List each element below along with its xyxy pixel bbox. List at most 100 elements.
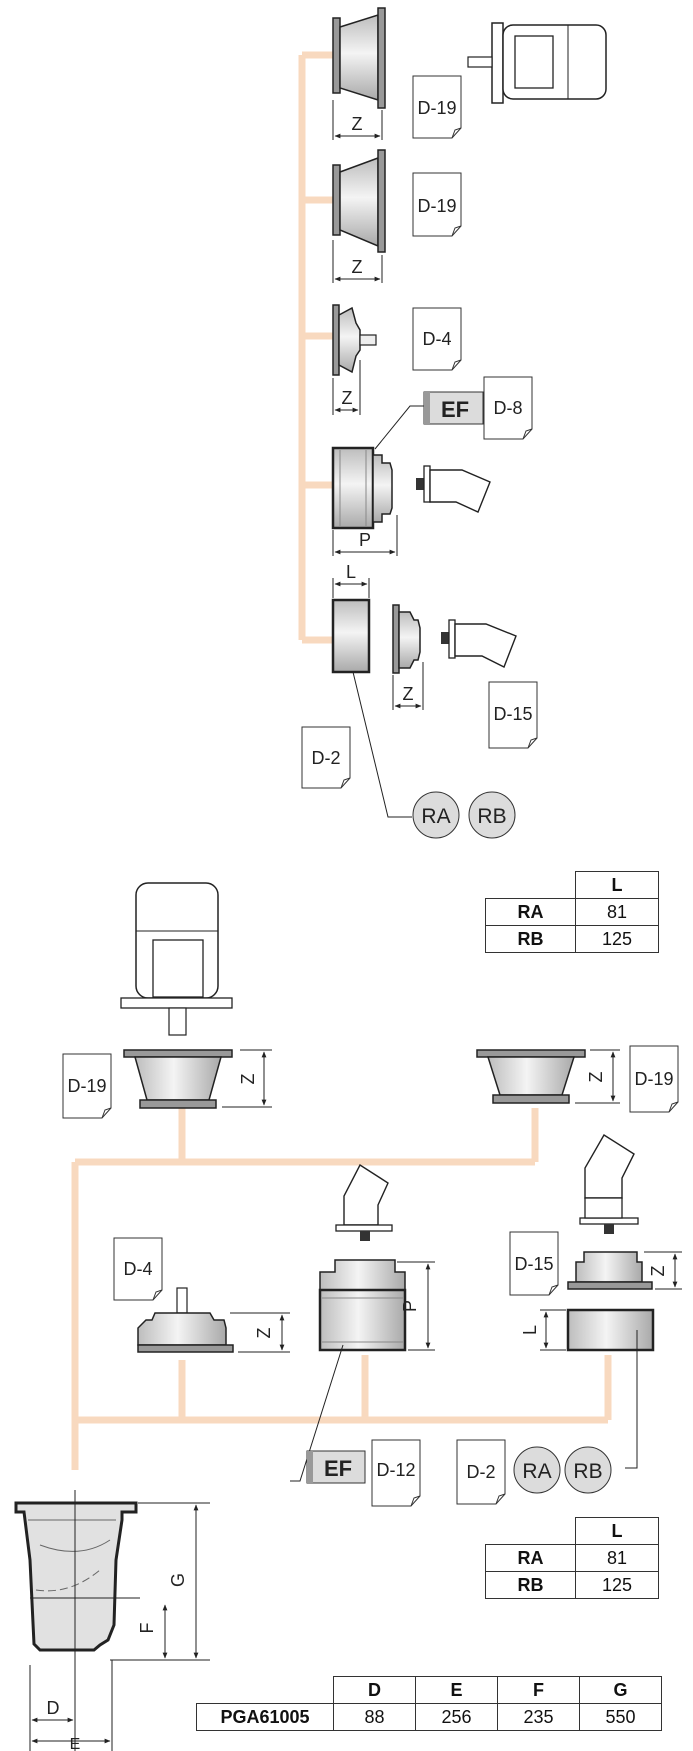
adapter-flange-bottom-1 xyxy=(123,1049,233,1109)
dim-z-1: Z xyxy=(332,100,383,140)
dim-z-bottom-1: Z xyxy=(222,1049,272,1108)
rb-tag-bottom: RB xyxy=(564,1446,612,1494)
page-ref-top-5: D-15 xyxy=(488,681,538,749)
l-table-bottom: L RA 81 RB 125 xyxy=(485,1517,659,1599)
adapter-flange-2 xyxy=(332,149,386,253)
svg-text:F: F xyxy=(137,1623,157,1634)
dim-p-bottom: P xyxy=(397,1261,435,1351)
svg-text:RA: RA xyxy=(421,805,450,828)
dim-label: L xyxy=(520,1325,540,1335)
gearbox-housing xyxy=(14,1490,140,1751)
dim-label: Z xyxy=(254,1328,274,1339)
motor-bottom xyxy=(120,882,233,1036)
svg-text:D-19: D-19 xyxy=(67,1076,106,1096)
svg-text:EF: EF xyxy=(324,1456,352,1481)
dim-d: D xyxy=(29,1665,74,1751)
flange-unit-top xyxy=(392,604,421,674)
dim-g: G xyxy=(110,1502,210,1661)
svg-text:D-12: D-12 xyxy=(376,1460,415,1480)
ra-leader-line-bottom xyxy=(625,1330,638,1469)
page-ref-top-1: D-19 xyxy=(412,75,462,139)
ef-unit-bottom xyxy=(318,1259,407,1352)
ef-unit-top xyxy=(331,446,393,530)
dim-p-top: P xyxy=(332,515,398,556)
dim-label: Z xyxy=(342,388,353,408)
dim-z-bottom-4: Z xyxy=(644,1251,682,1290)
svg-text:G: G xyxy=(168,1573,188,1587)
svg-text:D-4: D-4 xyxy=(422,329,451,349)
page-ref-bottom-6: D-2 xyxy=(456,1439,506,1505)
svg-text:D-2: D-2 xyxy=(311,748,340,768)
dim-l-top: L xyxy=(332,562,370,598)
svg-text:E: E xyxy=(70,1736,81,1751)
svg-text:RB: RB xyxy=(477,805,506,828)
svg-text:D-4: D-4 xyxy=(123,1259,152,1279)
svg-text:RB: RB xyxy=(573,1460,602,1483)
l-table-top: L RA 81 RB 125 xyxy=(485,871,659,953)
bottom-connector-lines xyxy=(71,1108,612,1470)
dim-z-bottom-2: Z xyxy=(575,1049,620,1104)
table-header: L xyxy=(575,1517,659,1545)
ef-tag-top: EF xyxy=(423,391,484,425)
adapter-flange-3 xyxy=(332,304,377,376)
dim-label: P xyxy=(359,530,371,550)
table-row: RB 125 xyxy=(485,1571,659,1599)
ef-leader-line xyxy=(374,405,424,450)
rb-tag-top: RB xyxy=(468,791,516,839)
dim-label: Z xyxy=(352,257,363,277)
dim-label: Z xyxy=(648,1266,668,1277)
dim-z-2: Z xyxy=(332,240,383,283)
svg-text:RA: RA xyxy=(522,1460,551,1483)
svg-text:D-19: D-19 xyxy=(417,196,456,216)
svg-text:D-19: D-19 xyxy=(417,98,456,118)
ra-tag-top: RA xyxy=(412,791,460,839)
dim-e: E xyxy=(31,1660,113,1751)
flange-unit-bottom-1 xyxy=(137,1287,234,1353)
dim-label: P xyxy=(400,1300,420,1312)
angled-head-top-1 xyxy=(416,465,491,513)
svg-text:D-8: D-8 xyxy=(493,398,522,418)
page-ref-bottom-4: D-15 xyxy=(509,1231,559,1296)
dim-f: F xyxy=(137,1604,168,1659)
dim-label: L xyxy=(346,562,356,582)
angled-head-bottom-2 xyxy=(579,1134,639,1234)
table-header: D xyxy=(333,1676,416,1704)
page-ref-top-2: D-19 xyxy=(412,172,462,237)
ring-unit-bottom xyxy=(566,1308,655,1352)
page-ref-bottom-5: D-12 xyxy=(371,1439,421,1507)
dim-z-3: Z xyxy=(332,360,361,415)
pga-dimension-table: D E F G PGA61005 88 256 235 550 xyxy=(196,1676,662,1731)
page-ref-top-6: D-2 xyxy=(301,726,351,789)
table-header: G xyxy=(579,1676,662,1704)
ef-tag-bottom: EF xyxy=(306,1450,366,1484)
page-ref-top-4: D-8 xyxy=(483,376,533,440)
table-row: RA 81 xyxy=(485,898,659,926)
table-row: RA 81 xyxy=(485,1544,659,1572)
svg-text:D-19: D-19 xyxy=(634,1069,673,1089)
adapter-flange-bottom-2 xyxy=(476,1049,586,1104)
svg-text:EF: EF xyxy=(441,397,469,422)
ef-leader-line-bottom xyxy=(290,1344,344,1482)
adapter-flange-1 xyxy=(332,7,386,109)
page-ref-bottom-1: D-19 xyxy=(62,1053,112,1119)
dim-label: Z xyxy=(403,684,414,704)
table-header: E xyxy=(415,1676,498,1704)
dim-z-bottom-3: Z xyxy=(230,1312,290,1353)
page-ref-bottom-3: D-4 xyxy=(113,1237,163,1301)
dim-label: Z xyxy=(238,1074,258,1085)
top-connector-lines xyxy=(298,51,338,644)
svg-text:D-15: D-15 xyxy=(514,1254,553,1274)
table-row: PGA61005 88 256 235 550 xyxy=(196,1703,662,1731)
dim-label: Z xyxy=(586,1072,606,1083)
dim-z-top-4: Z xyxy=(392,662,424,710)
dim-label: Z xyxy=(352,114,363,134)
page-ref-top-3: D-4 xyxy=(412,307,462,371)
table-header: L xyxy=(575,871,659,899)
motor-top xyxy=(467,22,607,104)
flange-unit-bottom-2 xyxy=(567,1251,653,1290)
table-header: F xyxy=(497,1676,580,1704)
angled-head-bottom-1 xyxy=(335,1163,393,1241)
ra-leader-line xyxy=(352,671,412,818)
angled-head-top-2 xyxy=(441,619,517,668)
